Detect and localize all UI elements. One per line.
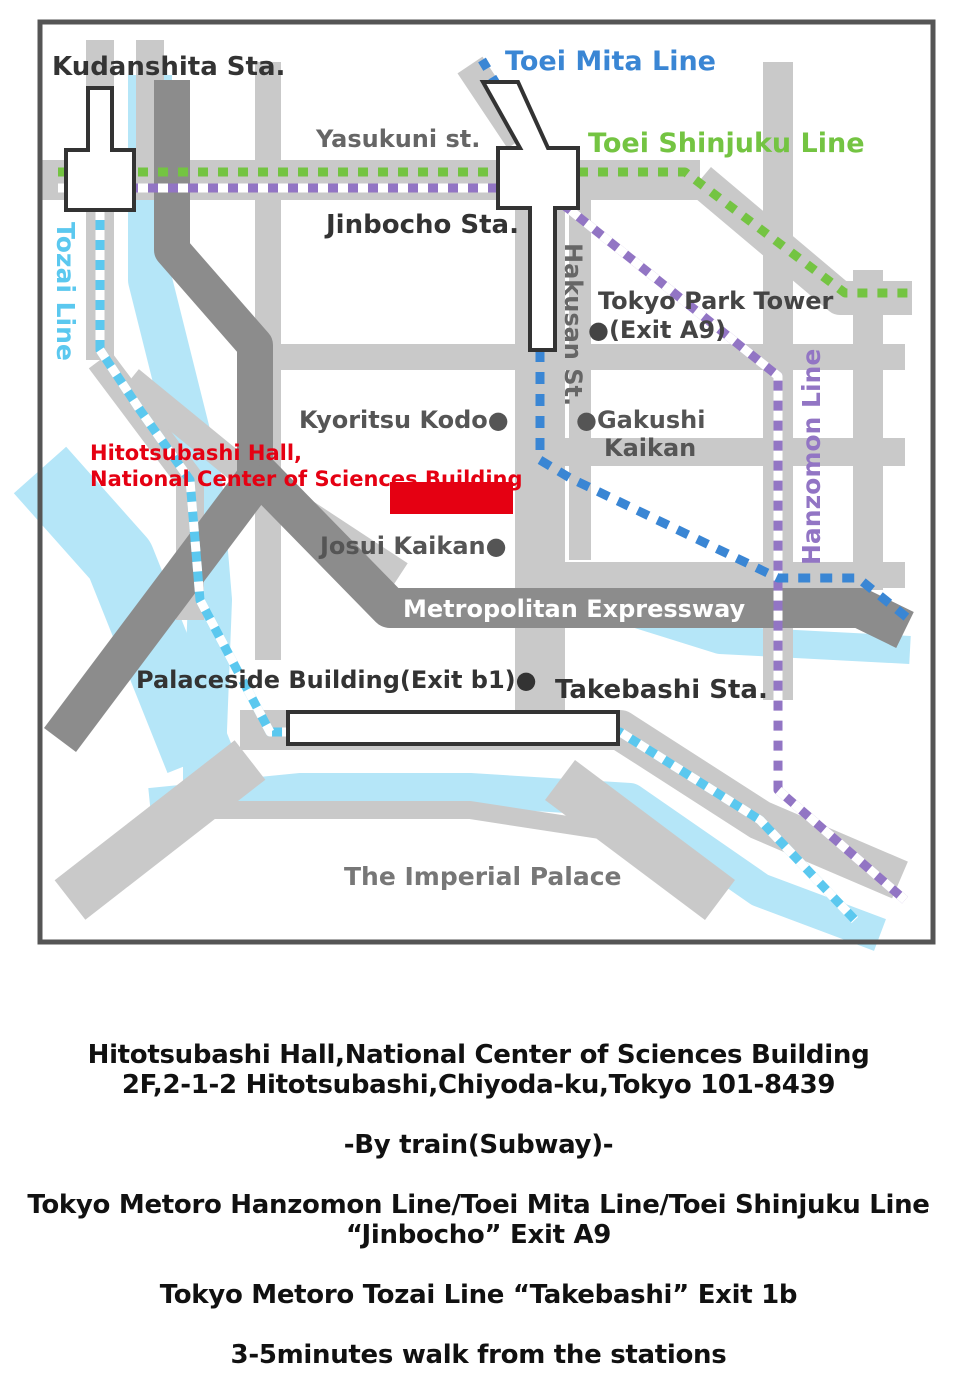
- tokyo-park-tower-label: Tokyo Park Tower: [598, 287, 834, 315]
- route-takebashi: Tokyo Metoro Tozai Line “Takebashi” Exit…: [159, 1280, 798, 1310]
- expressway-diagonal: [44, 468, 271, 752]
- expressway-north: [154, 80, 273, 480]
- access-map: Kudanshita Sta. Jinbocho Sta. Takebashi …: [13, 19, 936, 951]
- expressway-label: Metropolitan Expressway: [403, 595, 746, 623]
- hanzomon-line-label: Hanzomon Line: [797, 349, 826, 565]
- road-south-ring: [200, 801, 602, 839]
- takebashi-station-box: [286, 710, 620, 746]
- moat-west: [13, 446, 233, 773]
- route-jinbocho-lines: Tokyo Metoro Hanzomon Line/Toei Mita Lin…: [27, 1190, 930, 1220]
- tokyo-park-tower-exit-label: ●(Exit A9): [588, 316, 726, 344]
- expressway: [44, 80, 914, 752]
- rail-lines: [58, 57, 913, 924]
- map-frame: [37, 19, 936, 945]
- venue-label-line2: National Center of Sciences Building: [90, 467, 523, 491]
- venue-label-line1: Hitotsubashi Hall,: [90, 441, 302, 465]
- imperial-palace-label: The Imperial Palace: [344, 862, 622, 891]
- kyoritsu-kodo-label: Kyoritsu Kodo●: [299, 406, 509, 434]
- station-boxes: [64, 80, 620, 746]
- expressway-main: [240, 456, 914, 648]
- hakusan-street-label: Hakusan St.: [559, 243, 587, 406]
- by-train-heading: -By train(Subway)-: [343, 1130, 614, 1160]
- access-info: Hitotsubashi Hall,National Center of Sci…: [0, 1040, 957, 1370]
- gakushi-kaikan-label-1: ●Gakushi: [576, 406, 705, 434]
- shinjuku-line-track: [58, 167, 912, 298]
- kudanshita-station-label: Kudanshita Sta.: [52, 52, 285, 82]
- palaceside-building-label: Palaceside Building(Exit b1)●: [136, 666, 537, 694]
- road-south-east: [545, 760, 735, 920]
- josui-kaikan-label: Josui Kaikan●: [318, 532, 507, 560]
- address-line-1: Hitotsubashi Hall,National Center of Sci…: [87, 1040, 870, 1070]
- address-line-2: 2F,2-1-2 Hitotsubashi,Chiyoda-ku,Tokyo 1…: [121, 1070, 836, 1100]
- tozai-line-label: Tozai Line: [51, 222, 80, 361]
- takebashi-station-label: Takebashi Sta.: [555, 675, 768, 705]
- gakushi-kaikan-label-2: Kaikan: [604, 434, 696, 462]
- kudanshita-station-box: [64, 86, 136, 212]
- route-jinbocho-exit: “Jinbocho” Exit A9: [345, 1220, 612, 1250]
- venue-marker: [390, 482, 513, 514]
- yasukuni-street-label: Yasukuni st.: [315, 125, 480, 153]
- road-south-west: [54, 740, 266, 920]
- jinbocho-station-box: [479, 80, 580, 352]
- walk-time: 3-5minutes walk from the stations: [230, 1340, 727, 1370]
- jinbocho-station-label: Jinbocho Sta.: [324, 210, 519, 240]
- mita-line-label: Toei Mita Line: [505, 46, 716, 77]
- shinjuku-line-label: Toei Shinjuku Line: [588, 128, 865, 159]
